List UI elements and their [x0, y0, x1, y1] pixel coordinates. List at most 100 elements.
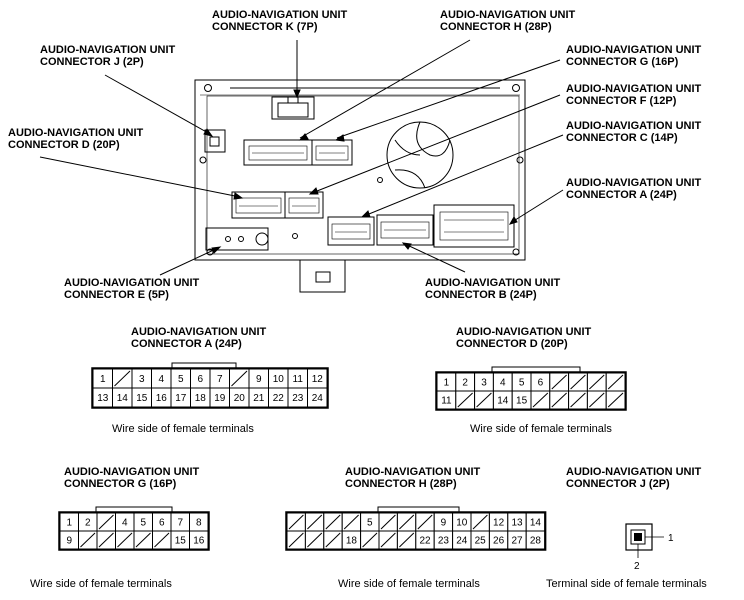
- label-connector-a-line1: AUDIO-NAVIGATION UNIT: [566, 177, 702, 189]
- pinout-a-pin-label: 1: [100, 374, 106, 385]
- pinout-j-caption: Terminal side of female terminals: [546, 578, 707, 590]
- pinout-g-title-line2: CONNECTOR G (16P): [64, 478, 177, 490]
- pinout-g-pin-cell: [189, 530, 209, 550]
- pinout-h-pin-blocked: [472, 514, 488, 530]
- pinout-j-title-line2: CONNECTOR J (2P): [566, 478, 670, 490]
- pinout-g-frame: [58, 511, 210, 551]
- pinout-a-pin-label: 22: [273, 393, 285, 404]
- pinout-h-pin-label: 13: [511, 518, 523, 529]
- pinout-h-title-line2: CONNECTOR H (28P): [345, 478, 457, 490]
- pinout-a-title: AUDIO-NAVIGATION UNIT CONNECTOR A (24P): [131, 326, 266, 350]
- unit-housing: [194, 79, 526, 261]
- pinout-a-title-line2: CONNECTOR A (24P): [131, 338, 242, 350]
- label-connector-c-line1: AUDIO-NAVIGATION UNIT: [566, 120, 702, 132]
- pinout-h-pin-label: 25: [475, 536, 487, 547]
- pinout-g-pin-blocked: [98, 532, 114, 548]
- pinout-a-frame: [91, 367, 329, 409]
- pinout-h-pin-blocked: [399, 532, 415, 548]
- label-connector-h-line1: AUDIO-NAVIGATION UNIT: [440, 9, 576, 21]
- pinout-a-pin-label: 12: [312, 374, 324, 385]
- pinout-h-pin-label: 24: [456, 536, 468, 547]
- pinout-d-title-line1: AUDIO-NAVIGATION UNIT: [456, 326, 592, 338]
- pinout-d-pin-blocked: [607, 374, 624, 390]
- pinout-a-caption: Wire side of female terminals: [112, 423, 254, 435]
- label-connector-d-line2: CONNECTOR D (20P): [8, 139, 120, 151]
- pinout-j-terminal: [634, 533, 642, 541]
- pinout-h-title-line1: AUDIO-NAVIGATION UNIT: [345, 466, 481, 478]
- pinout-a-pin-label: 5: [178, 374, 184, 385]
- pinout-h-pin-blocked: [380, 514, 396, 530]
- pinout-g-title: AUDIO-NAVIGATION UNIT CONNECTOR G (16P): [64, 466, 199, 490]
- connector-k-body: [271, 96, 315, 120]
- pinout-d-caption: Wire side of female terminals: [470, 423, 612, 435]
- pinout-h-pin-blocked: [325, 532, 341, 548]
- pinout-h-pin-label: 23: [438, 536, 450, 547]
- pinout-g-caption: Wire side of female terminals: [30, 578, 172, 590]
- pinout-h-pin-label: 12: [493, 518, 505, 529]
- pinout-a-pin-label: 17: [175, 393, 187, 404]
- pinout-h-pin-blocked: [288, 532, 304, 548]
- label-connector-c-line2: CONNECTOR C (14P): [566, 132, 678, 144]
- pinout-h-pin-label: 10: [456, 518, 468, 529]
- pinout-a-pin-label: 9: [256, 374, 262, 385]
- connector-f-body: [284, 191, 324, 219]
- label-connector-d-line1: AUDIO-NAVIGATION UNIT: [8, 127, 144, 139]
- pinout-g-pin-blocked: [80, 532, 96, 548]
- pinout-d-title-line2: CONNECTOR D (20P): [456, 338, 568, 350]
- pinout-g-pin-label: 9: [66, 536, 72, 547]
- pinout-g-pin-label: 7: [177, 518, 183, 529]
- pinout-g-pin-blocked: [154, 532, 170, 548]
- label-connector-g: AUDIO-NAVIGATION UNIT CONNECTOR G (16P): [566, 44, 701, 68]
- pinout-a-pin-label: 18: [195, 393, 207, 404]
- pinout-a-pin-label: 20: [234, 393, 246, 404]
- pinout-h-pin-label: 27: [511, 536, 523, 547]
- pinout-g-pin-label: 4: [122, 518, 128, 529]
- label-connector-e-line2: CONNECTOR E (5P): [64, 289, 169, 301]
- pinout-a-pin-label: 6: [197, 374, 203, 385]
- pinout-h-pin-blocked: [417, 514, 433, 530]
- pinout-d-pin-label: 4: [500, 378, 506, 389]
- label-connector-j-line1: AUDIO-NAVIGATION UNIT: [40, 44, 176, 56]
- pinout-a-title-line1: AUDIO-NAVIGATION UNIT: [131, 326, 267, 338]
- pinout-a-pin-label: 11: [293, 374, 304, 385]
- label-connector-a: AUDIO-NAVIGATION UNIT CONNECTOR A (24P): [566, 177, 701, 201]
- pinout-d-pin-blocked: [589, 392, 605, 408]
- connector-a-body: [433, 204, 515, 248]
- pinout-g-pin-blocked: [117, 532, 133, 548]
- pinout-d-pin-label: 5: [519, 378, 525, 389]
- pinout-a-pin-label: 21: [253, 393, 265, 404]
- pinout-a-pin-label: 23: [292, 393, 304, 404]
- label-connector-e-line1: AUDIO-NAVIGATION UNIT: [64, 277, 200, 289]
- pinout-g-title-line1: AUDIO-NAVIGATION UNIT: [64, 466, 200, 478]
- pinout-h-pin-cell: [525, 530, 546, 550]
- pinout-j-pin1-label: 1: [668, 533, 674, 544]
- pinout-d-title: AUDIO-NAVIGATION UNIT CONNECTOR D (20P): [456, 326, 591, 350]
- connector-g-body: [311, 139, 353, 166]
- pinout-g-pin-label: 6: [159, 518, 165, 529]
- pinout-j-pin2-label: 2: [634, 561, 640, 572]
- pinout-a-pin-blocked: [231, 370, 248, 387]
- label-connector-d: AUDIO-NAVIGATION UNIT CONNECTOR D (20P): [8, 127, 143, 151]
- label-connector-g-line2: CONNECTOR G (16P): [566, 56, 679, 68]
- pinout-h-pin-blocked: [307, 514, 323, 530]
- pinout-d-pin-blocked: [589, 374, 605, 390]
- pinout-g-pin-label: 16: [193, 536, 205, 547]
- pinout-h-pin-blocked: [325, 514, 341, 530]
- label-connector-e: AUDIO-NAVIGATION UNIT CONNECTOR E (5P): [64, 277, 199, 301]
- label-connector-b-line1: AUDIO-NAVIGATION UNIT: [425, 277, 561, 289]
- pinout-h-caption: Wire side of female terminals: [338, 578, 480, 590]
- pinout-d-pin-blocked: [570, 392, 586, 408]
- pinout-g-pin-blocked: [98, 514, 114, 530]
- pinout-d-pin-blocked: [476, 392, 492, 408]
- pinout-d-pin-blocked: [551, 374, 567, 390]
- pinout-h-pin-blocked: [307, 532, 323, 548]
- label-connector-h-line2: CONNECTOR H (28P): [440, 21, 552, 33]
- connector-c-body: [327, 216, 375, 246]
- pinout-h-pin-blocked: [399, 514, 415, 530]
- pinout-j-title: AUDIO-NAVIGATION UNIT CONNECTOR J (2P): [566, 466, 701, 490]
- label-connector-g-line1: AUDIO-NAVIGATION UNIT: [566, 44, 702, 56]
- pinout-g-pin-label: 15: [175, 536, 187, 547]
- pinout-d-pin-blocked: [532, 392, 549, 408]
- pinout-g-pin-label: 1: [66, 518, 72, 529]
